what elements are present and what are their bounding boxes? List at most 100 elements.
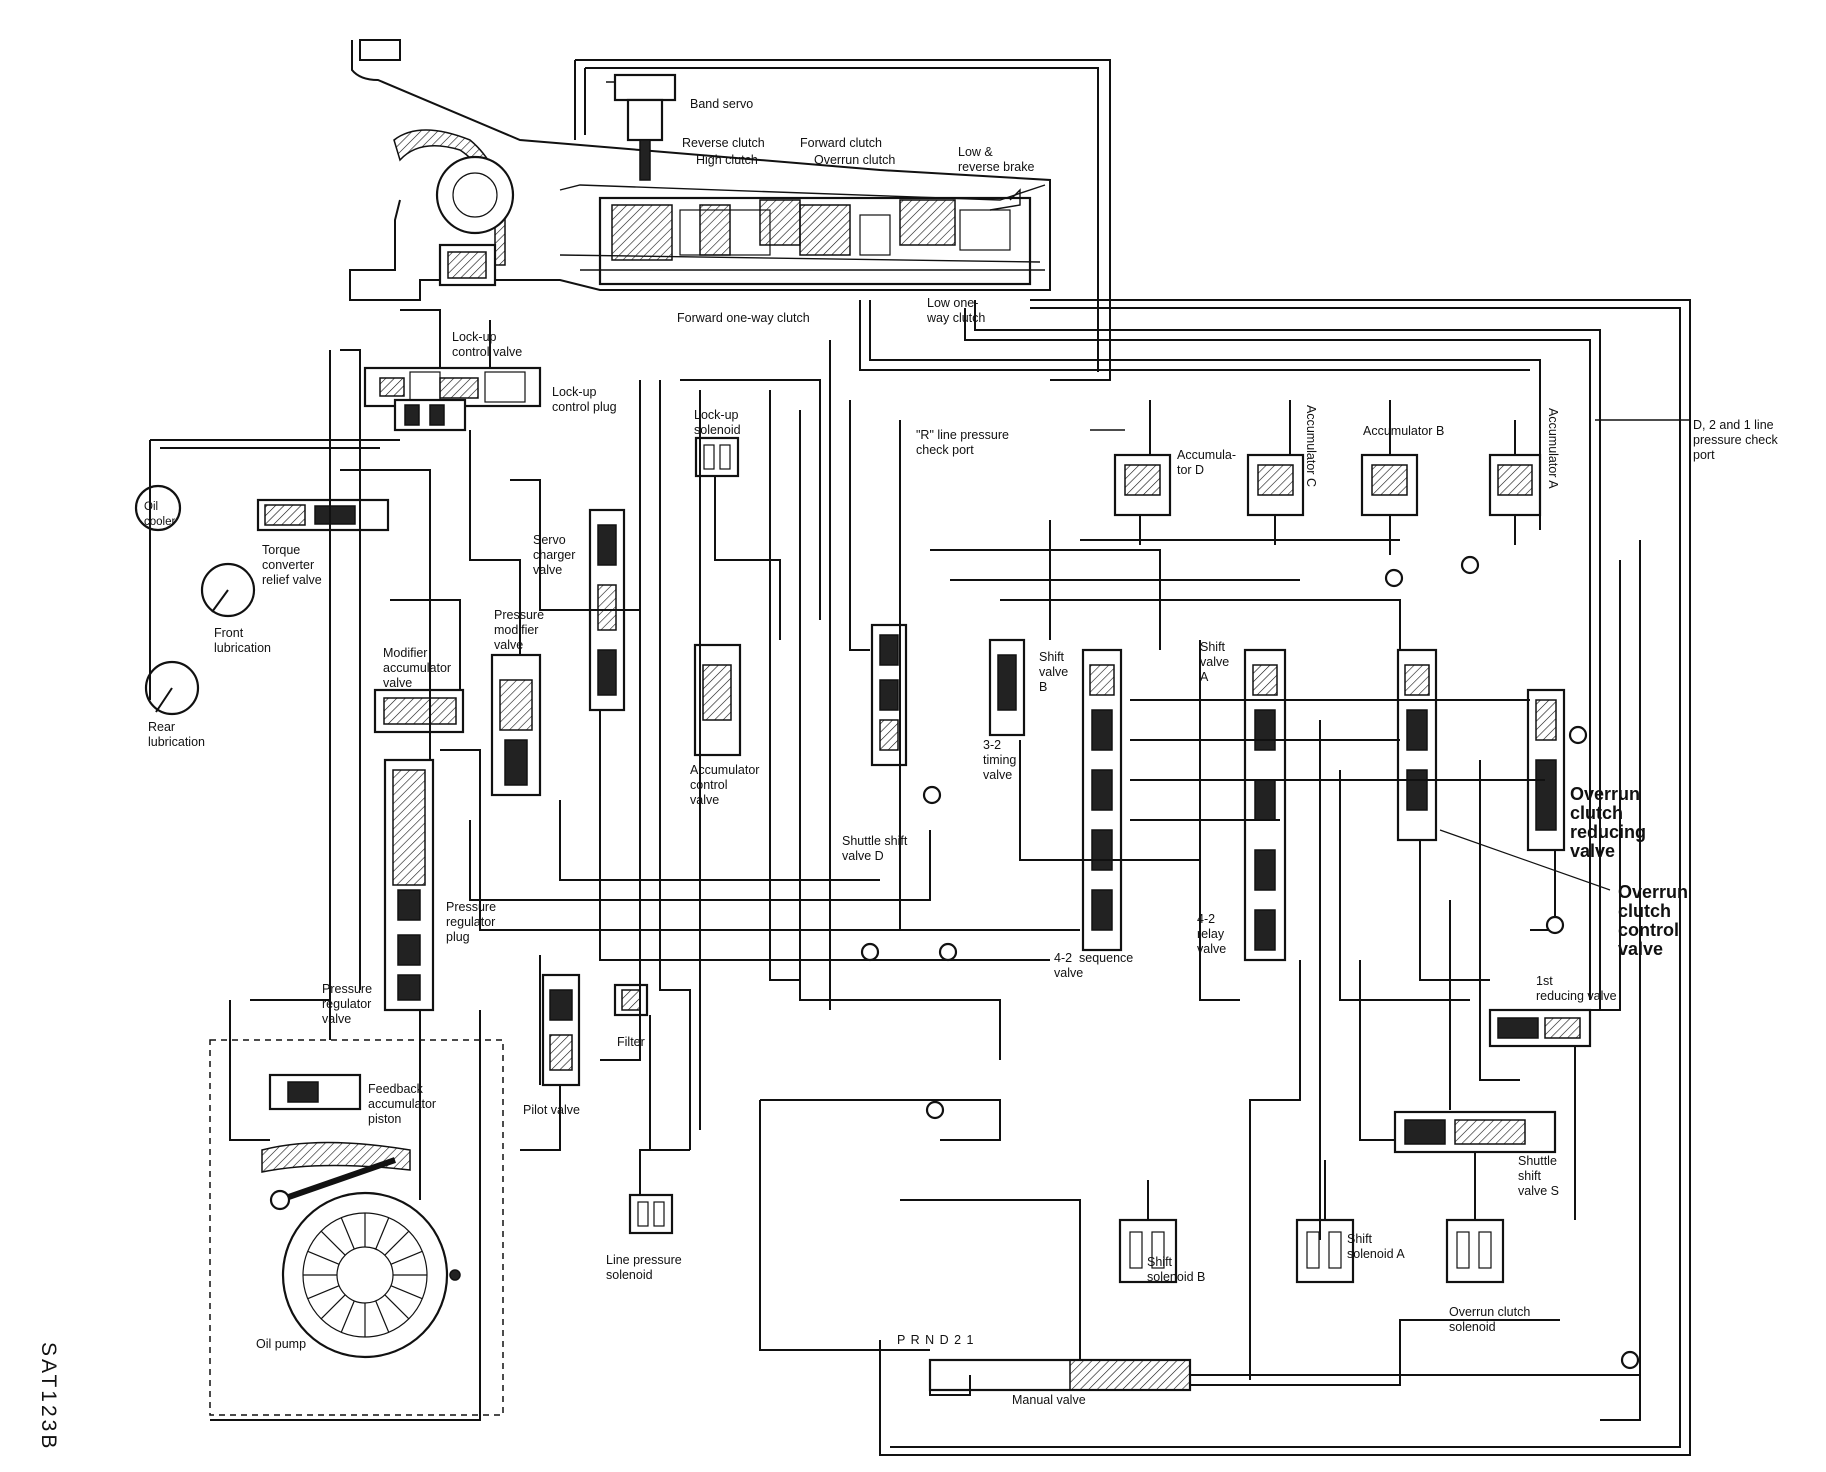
pipe-line bbox=[890, 307, 1681, 1448]
pipe-line bbox=[1000, 599, 1401, 650]
pipe-line bbox=[600, 380, 641, 1061]
pipe-line bbox=[400, 309, 441, 368]
pipe-line bbox=[1590, 560, 1621, 1011]
forward-one-way-clutch-label: Forward one-way clutch bbox=[677, 311, 810, 325]
oil-cooler-label: Oil cooler bbox=[144, 501, 176, 528]
accumulator-control-valve bbox=[693, 643, 742, 757]
line-pressure-solenoid bbox=[628, 1193, 674, 1235]
pipe-line bbox=[849, 400, 870, 651]
lockup-control-valve-label: Lock-up control valve bbox=[452, 330, 523, 359]
pipe-line bbox=[869, 300, 1541, 530]
accumulator-c bbox=[1246, 453, 1305, 517]
shuttle-shift-valve-d-label: Shuttle shift valve D bbox=[842, 834, 908, 863]
manual-valve-label: Manual valve bbox=[1012, 1393, 1086, 1407]
pipe-line bbox=[520, 955, 561, 1151]
pump-vane bbox=[320, 1294, 346, 1320]
feedback-accumulator-piston bbox=[268, 1073, 362, 1111]
check-ball bbox=[1460, 555, 1480, 575]
lockup-control-valve bbox=[363, 366, 542, 432]
reverse-clutch-label: Reverse clutch bbox=[682, 136, 765, 150]
overrun-clutch-reducing-valve bbox=[1526, 688, 1566, 852]
front-lubrication-gauge bbox=[200, 562, 256, 618]
check-balls bbox=[860, 555, 1640, 1370]
pipe-line bbox=[574, 59, 1111, 381]
pipe-line bbox=[340, 349, 361, 990]
pump-vane bbox=[390, 1285, 423, 1300]
hydraulic-pipe-network bbox=[149, 59, 1691, 1456]
shift-valve-a bbox=[1243, 648, 1287, 962]
check-ball bbox=[938, 942, 958, 962]
forward-clutch-label: Forward clutch bbox=[800, 136, 882, 150]
pressure-regulator-valve bbox=[383, 758, 435, 1012]
pilot-valve-label: Pilot valve bbox=[523, 1103, 580, 1117]
4-2-relay-valve-label: 4-2 relay valve bbox=[1197, 912, 1227, 956]
rear-lubrication-gauge bbox=[144, 660, 200, 716]
overrun-clutch-solenoid bbox=[1445, 1218, 1505, 1284]
accumulator-c-label: Accumulator C bbox=[1304, 405, 1318, 487]
accumulator-d-label: Accumula- tor D bbox=[1177, 448, 1237, 477]
accumulator-a bbox=[1488, 453, 1542, 517]
pipe-line bbox=[1190, 1319, 1560, 1386]
pipe-line bbox=[714, 476, 781, 640]
shift-valve-b bbox=[1081, 648, 1123, 952]
pipe-line bbox=[799, 410, 1001, 1060]
modifier-accumulator-valve-label: Modifier accumulator valve bbox=[383, 646, 452, 690]
1st-reducing-valve-label: 1st reducing valve bbox=[1536, 974, 1617, 1003]
low-one-way-clutch-label: Low one- way clutch bbox=[927, 296, 986, 325]
line-pressure-solenoid-label: Line pressure solenoid bbox=[606, 1253, 682, 1282]
pump-vane bbox=[307, 1285, 340, 1300]
torque-converter-relief-valve bbox=[256, 498, 390, 532]
overrun-clutch-reducing-valve-label: Overrun clutch reducing valve bbox=[1570, 784, 1647, 861]
accumulator-a-label: Accumulator A bbox=[1546, 408, 1560, 489]
pipe-line bbox=[1439, 829, 1611, 891]
pipe-line bbox=[340, 469, 431, 760]
pressure-regulator-plug-label: Pressure regulator plug bbox=[446, 900, 497, 944]
oil-pump-label: Oil pump bbox=[256, 1337, 307, 1351]
overrun-clutch-control-valve bbox=[1396, 648, 1438, 842]
pipe-line bbox=[390, 599, 461, 690]
pipe-line bbox=[769, 390, 800, 981]
pipe-line bbox=[879, 299, 1691, 1456]
overrun-clutch-control-valve-label: Overrun clutch control valve bbox=[1618, 882, 1689, 959]
pipe-line bbox=[469, 430, 521, 655]
front-lubrication-label: Front lubrication bbox=[214, 626, 271, 655]
pipe-line bbox=[210, 1010, 481, 1421]
accumulator-d bbox=[1113, 453, 1172, 517]
overrun-clutch-label: Overrun clutch bbox=[814, 153, 896, 167]
shift-valve-a-label: Shift valve A bbox=[1200, 640, 1230, 684]
shift-solenoid-b-label: Shift solenoid B bbox=[1147, 1255, 1206, 1284]
pipe-line bbox=[510, 479, 640, 611]
pipe-line bbox=[900, 1199, 1081, 1360]
lockup-control-plug-label: Lock-up control plug bbox=[552, 385, 617, 414]
torque-converter-relief-valve-label: Torque converter relief valve bbox=[262, 543, 322, 587]
shuttle-shift-valve-s-label: Shuttle shift valve S bbox=[1518, 1154, 1559, 1198]
lockup-solenoid-label: Lock-up solenoid bbox=[694, 408, 741, 437]
pipe-line bbox=[659, 380, 691, 1150]
3-2-timing-valve bbox=[988, 638, 1026, 737]
pipe-line bbox=[759, 1100, 930, 1351]
overrun-clutch-solenoid-label: Overrun clutch solenoid bbox=[1449, 1305, 1531, 1334]
check-ball bbox=[860, 942, 880, 962]
pipe-line bbox=[1339, 770, 1470, 1001]
pipe-line bbox=[680, 379, 821, 620]
shuttle-shift-valve-s bbox=[1393, 1110, 1557, 1154]
r-line-pressure-check-port-label: "R" line pressure check port bbox=[916, 428, 1009, 457]
pipe-line bbox=[964, 308, 1591, 1000]
check-ball bbox=[922, 785, 942, 805]
pressure-regulator-valve-label: Pressure regulator valve bbox=[322, 982, 373, 1026]
pump-vane bbox=[340, 1300, 355, 1333]
check-ball bbox=[1384, 568, 1404, 588]
low-reverse-brake-label: Low & reverse brake bbox=[958, 145, 1035, 174]
pipe-line bbox=[639, 1149, 690, 1195]
1st-reducing-valve bbox=[1488, 1008, 1592, 1048]
check-ball bbox=[925, 1100, 945, 1120]
pipe-line bbox=[1019, 740, 1200, 861]
filter-label: Filter bbox=[617, 1035, 645, 1049]
pump-vane bbox=[375, 1217, 390, 1250]
check-ball bbox=[1620, 1350, 1640, 1370]
manual-valve bbox=[928, 1358, 1192, 1396]
shift-solenoid-a-label: Shift solenoid A bbox=[1347, 1232, 1405, 1261]
pump-vane bbox=[390, 1250, 423, 1265]
shift-solenoid-a bbox=[1295, 1218, 1355, 1284]
pipe-line bbox=[1149, 400, 1516, 455]
